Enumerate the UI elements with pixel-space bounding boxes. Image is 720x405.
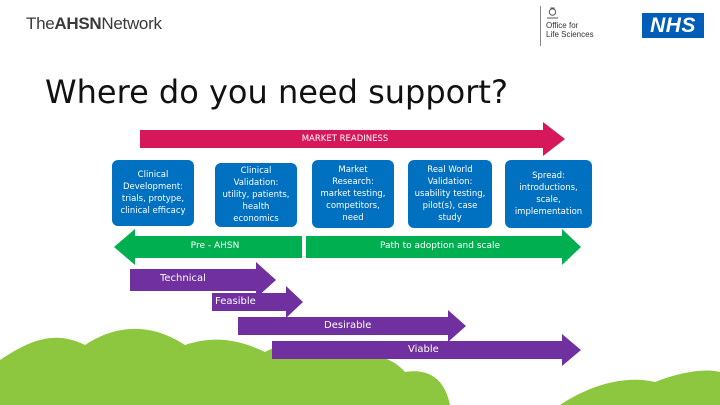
stage-label-technical: Technical xyxy=(160,273,206,284)
pre-ahsn-label: Pre - AHSN xyxy=(190,241,240,251)
stage-arrow-desirable xyxy=(238,310,466,342)
box-spread: Spread: introductions, scale, implementa… xyxy=(505,160,592,228)
stage-label-viable: Viable xyxy=(408,344,439,355)
ols-logo-text: Office for Life Sciences xyxy=(546,21,594,39)
pre-ahsn-arrow xyxy=(114,229,302,265)
stage-label-feasible: Feasible xyxy=(215,296,256,307)
stage-arrow-technical xyxy=(130,262,276,298)
stage-arrow-viable xyxy=(272,334,581,366)
path-to-adoption-arrow xyxy=(306,229,581,265)
box-clinical-validation: Clinical Validation: utility, patients, … xyxy=(215,163,297,227)
green-hills xyxy=(0,328,720,405)
hills-shape-right xyxy=(560,370,720,405)
page-title: Where do you need support? xyxy=(45,73,508,111)
crest-icon xyxy=(547,7,558,19)
market-readiness-arrow xyxy=(140,122,565,156)
market-readiness-label: MARKET READINESS xyxy=(301,134,389,144)
stage-arrow-feasible xyxy=(212,286,303,318)
hills-shape xyxy=(0,328,450,405)
box-clinical-development: Clinical Development: trials, protype, c… xyxy=(112,160,194,226)
ahsn-network-logo: TheAHSNNetwork xyxy=(26,14,162,33)
stage-label-desirable: Desirable xyxy=(324,320,372,331)
box-market-research: Market Research: market testing, competi… xyxy=(312,160,394,228)
path-to-adoption-label: Path to adoption and scale xyxy=(379,241,501,251)
office-for-life-sciences-logo: Office for Life Sciences xyxy=(540,6,615,46)
nhs-logo: NHS xyxy=(642,13,704,38)
box-real-world-validation: Real World Validation: usability testing… xyxy=(408,160,492,228)
